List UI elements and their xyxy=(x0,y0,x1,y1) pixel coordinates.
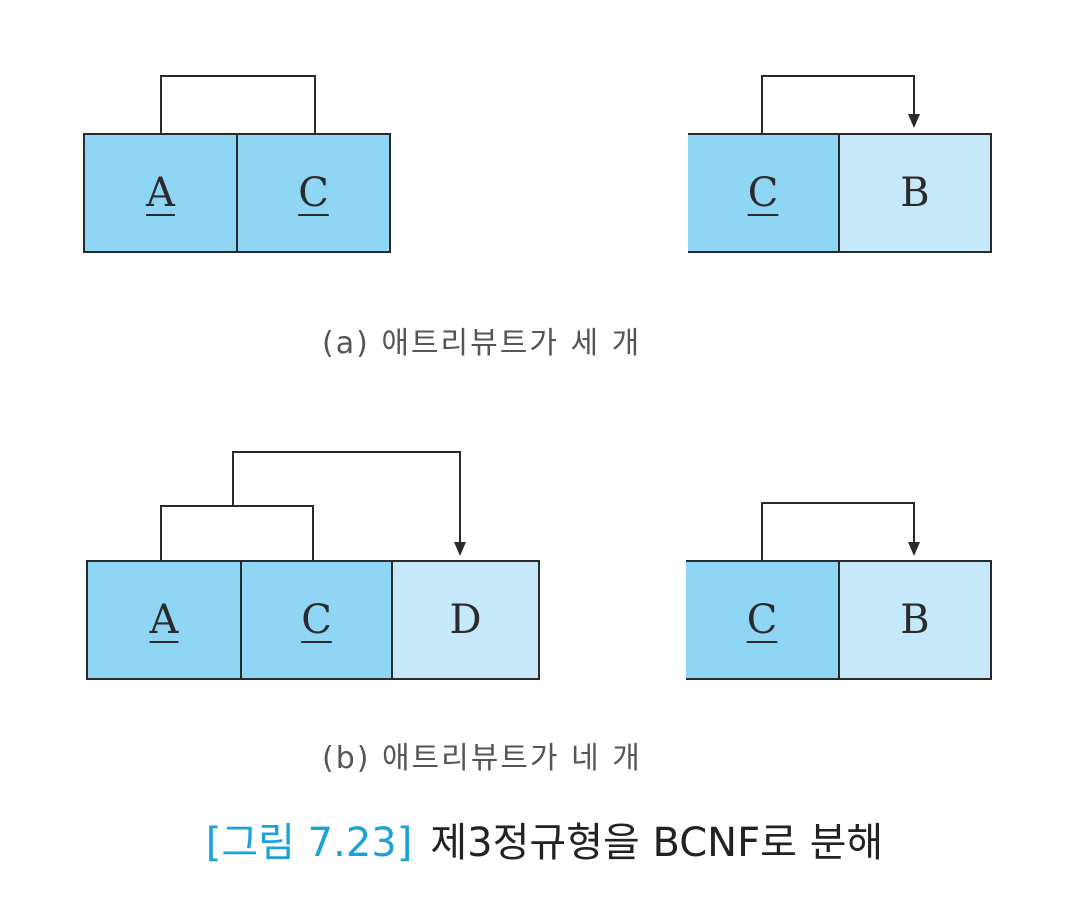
dependency-arrow-b-left xyxy=(232,451,461,546)
key-bracket-b-left xyxy=(160,505,314,560)
arrowhead-b-right xyxy=(908,542,920,556)
cell-a-left-A: A xyxy=(83,133,238,253)
figure-title-text: 제3정규형을 BCNF로 분해 xyxy=(430,820,884,866)
cell-b-left-D: D xyxy=(391,560,540,680)
cell-b-left-C: C xyxy=(240,560,393,680)
attribute-label: B xyxy=(900,170,930,216)
cell-b-right-C: C xyxy=(686,560,840,680)
attribute-label: A xyxy=(149,597,179,643)
attribute-label: A xyxy=(146,170,175,216)
cell-b-right-B: B xyxy=(838,560,992,680)
cell-a-left-C: C xyxy=(236,133,391,253)
dependency-arrow-b-right xyxy=(761,502,915,560)
caption-b: (b) 애트리뷰트가 네 개 xyxy=(322,741,642,776)
attribute-label: C xyxy=(747,170,779,216)
caption-a: (a) 애트리뷰트가 세 개 xyxy=(322,326,642,361)
attribute-label: D xyxy=(449,597,482,643)
cell-b-left-A: A xyxy=(86,560,242,680)
attribute-label: C xyxy=(301,597,332,643)
key-bracket-a-left xyxy=(160,75,316,133)
figure-title: [그림 7.23] 제3정규형을 BCNF로 분해 xyxy=(0,810,1089,868)
attribute-label: C xyxy=(298,170,329,216)
attribute-label: C xyxy=(746,597,778,643)
arrowhead-a-right xyxy=(908,114,920,128)
dependency-arrow-a-right xyxy=(761,75,915,133)
cell-a-right-C: C xyxy=(688,133,840,253)
figure-label: [그림 7.23] xyxy=(205,820,413,866)
cell-a-right-B: B xyxy=(838,133,992,253)
arrowhead-b-left xyxy=(454,542,466,556)
attribute-label: B xyxy=(900,597,930,643)
